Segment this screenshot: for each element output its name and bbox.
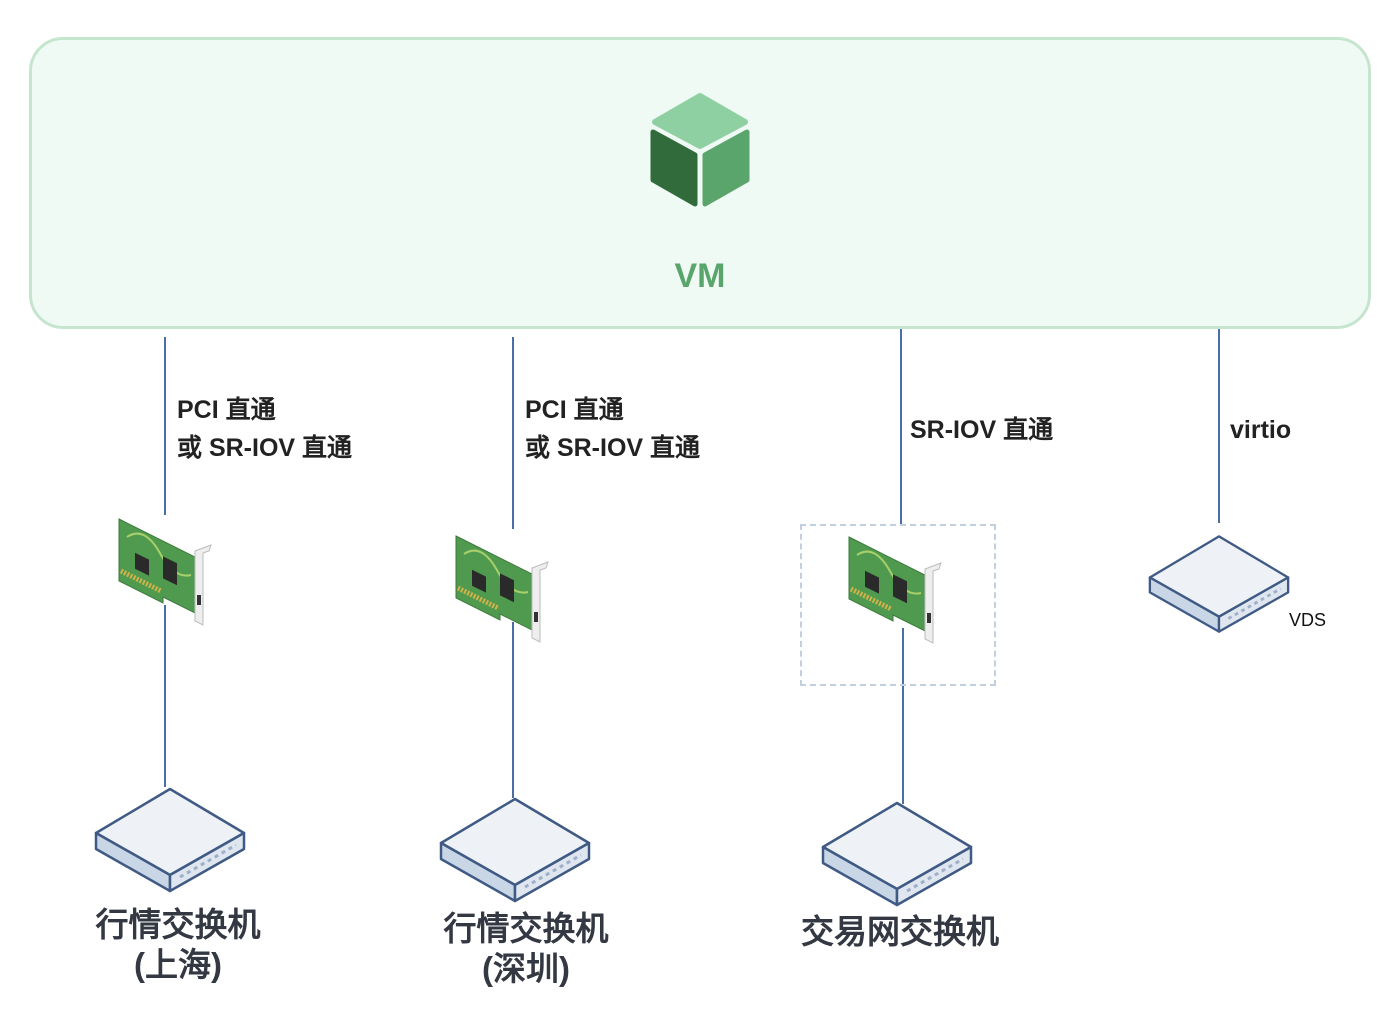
- switch-icon: [439, 797, 591, 903]
- wire-nic-3-to-switch-3: [902, 628, 904, 804]
- cube-left-face: [650, 129, 698, 207]
- connection-label-line: PCI 直通: [525, 396, 624, 424]
- connection-label-4: virtio: [1230, 411, 1291, 449]
- connection-label-line: virtio: [1230, 416, 1292, 444]
- wire-vm-to-nic-3: [900, 329, 902, 525]
- switch-icon: [94, 787, 246, 893]
- connection-label-line: 或 SR-IOV 直通: [525, 434, 701, 462]
- vm-container: [29, 37, 1371, 329]
- switch-icon: [1148, 535, 1290, 633]
- connection-label-2: PCI 直通 或 SR-IOV 直通: [525, 391, 700, 467]
- switch-label-line: 行情交换机: [95, 906, 261, 943]
- wire-vm-to-nic-1: [164, 337, 166, 515]
- wire-nic-1-to-switch-1: [164, 605, 166, 787]
- sr-iov-dashed-group: [800, 524, 996, 686]
- switch-label-line: 交易网交换机: [801, 913, 999, 950]
- cube-top-face: [652, 93, 748, 149]
- switch-label-line: (深圳): [482, 950, 570, 987]
- connection-label-line: SR-IOV 直通: [910, 416, 1054, 444]
- switch-label-2: 行情交换机 (深圳): [426, 909, 626, 989]
- vds-label: VDS: [1289, 610, 1327, 630]
- switch-label-3: 交易网交换机: [780, 912, 1020, 952]
- connection-label-3: SR-IOV 直通: [910, 411, 1053, 449]
- switch-label-line: 行情交换机: [443, 910, 609, 947]
- switch-label-1: 行情交换机 (上海): [78, 905, 278, 985]
- wire-nic-2-to-switch-2: [512, 622, 514, 798]
- network-card-icon: [118, 518, 212, 626]
- cube-right-face: [702, 129, 750, 207]
- wire-vm-to-vds: [1218, 329, 1220, 523]
- connection-label-1: PCI 直通 或 SR-IOV 直通: [177, 391, 352, 467]
- switch-label-line: (上海): [134, 946, 222, 983]
- connection-label-line: PCI 直通: [177, 396, 276, 424]
- vm-label: VM: [674, 257, 726, 295]
- connection-label-line: 或 SR-IOV 直通: [177, 434, 353, 462]
- network-card-icon: [455, 535, 549, 643]
- network-card-icon: [848, 536, 942, 644]
- switch-icon: [821, 801, 973, 907]
- cube-icon: [650, 93, 750, 207]
- wire-vm-to-nic-2: [512, 337, 514, 529]
